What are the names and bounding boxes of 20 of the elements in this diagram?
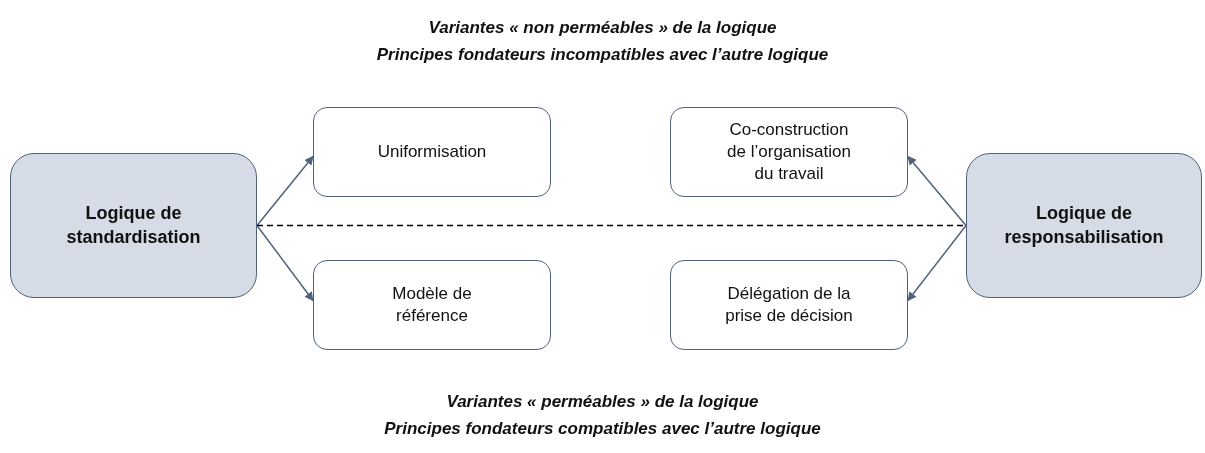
arrow (907, 155, 967, 227)
variant-box (313, 260, 551, 350)
arrow (907, 224, 967, 302)
subheading-text: Principes fondateurs incompatibles avec l’autre logique (376, 45, 829, 65)
variant-box (670, 107, 908, 197)
variant-box (670, 260, 908, 350)
node-text: Délégation de la prise de décision (724, 282, 854, 327)
variant-box (313, 107, 551, 197)
logic-box (10, 153, 257, 298)
node-text: Uniformisation (376, 140, 488, 163)
heading-text: Variantes « non perméables » de la logique (428, 18, 777, 38)
node-text: Modèle de référence (391, 282, 473, 327)
arrow (256, 224, 314, 302)
node-text: Logique de responsabilisation (1003, 202, 1165, 249)
heading-text: Variantes « perméables » de la logique (446, 392, 759, 412)
logic-box (966, 153, 1202, 298)
node-text: Logique de standardisation (65, 202, 202, 249)
arrow (256, 155, 314, 227)
subheading-text: Principes fondateurs compatibles avec l’autre logique (384, 419, 821, 439)
node-text: Co-construction de l’organisation du travail (726, 118, 852, 186)
